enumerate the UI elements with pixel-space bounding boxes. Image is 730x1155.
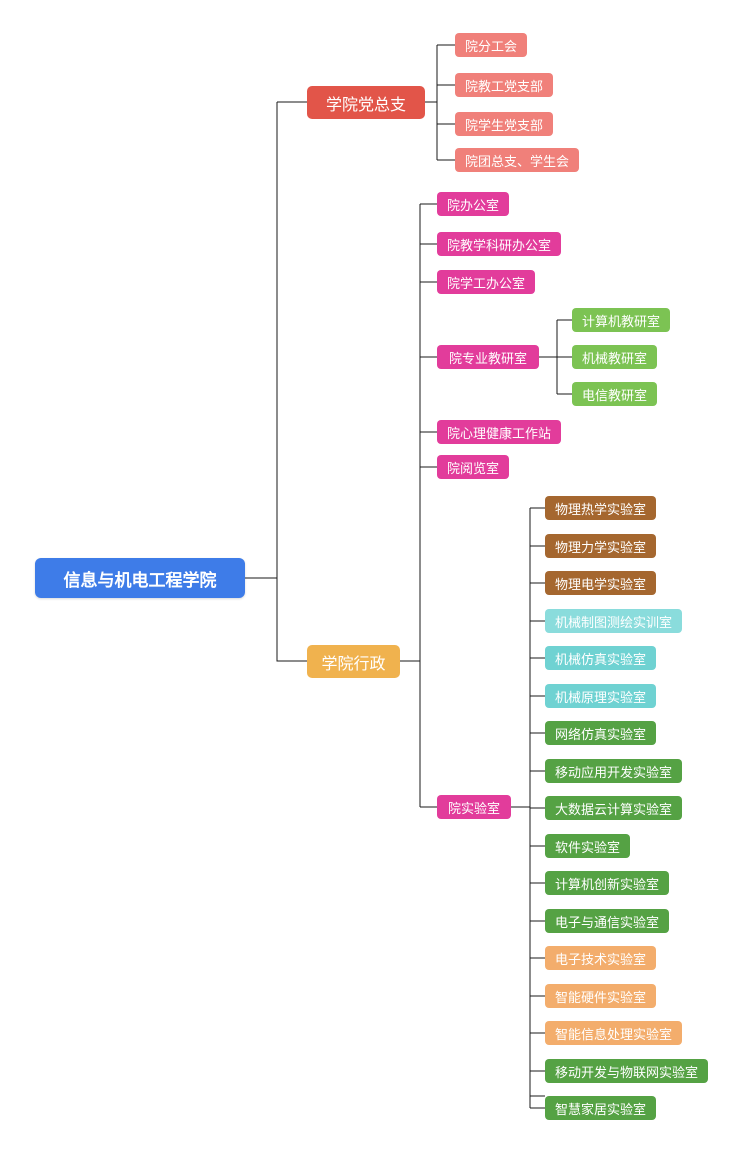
connector-admin-branch (400, 203, 437, 808)
node-lab-mechanical-principle[interactable]: 机械原理实验室 (545, 684, 657, 708)
node-student-party-branch[interactable]: 院学生党支部 (455, 112, 554, 136)
node-lab-computer-innovation[interactable]: 计算机创新实验室 (545, 871, 670, 895)
node-mental-health-station[interactable]: 院心理健康工作站 (437, 420, 562, 444)
node-lab-physics-thermal[interactable]: 物理热学实验室 (545, 496, 657, 520)
node-lab-software[interactable]: 软件实验室 (545, 834, 631, 858)
node-professional-teaching-office[interactable]: 院专业教研室 (437, 345, 539, 369)
connector-labs (511, 507, 545, 1109)
connector-party-branch (425, 44, 455, 161)
node-lab-network-simulation[interactable]: 网络仿真实验室 (545, 721, 657, 745)
node-computer-teaching-office[interactable]: 计算机教研室 (572, 308, 671, 332)
node-lab-physics-mechanics[interactable]: 物理力学实验室 (545, 534, 657, 558)
node-telecom-teaching-office[interactable]: 电信教研室 (572, 382, 658, 406)
node-laboratories[interactable]: 院实验室 (437, 795, 511, 819)
node-lab-intelligent-info-processing[interactable]: 智能信息处理实验室 (545, 1021, 683, 1045)
node-lab-bigdata-cloud[interactable]: 大数据云计算实验室 (545, 796, 683, 820)
node-lab-smart-hardware[interactable]: 智能硬件实验室 (545, 984, 657, 1008)
node-administration[interactable]: 学院行政 (307, 645, 400, 678)
node-lab-mobile-iot[interactable]: 移动开发与物联网实验室 (545, 1059, 709, 1083)
node-union[interactable]: 院分工会 (455, 33, 528, 57)
node-college-office[interactable]: 院办公室 (437, 192, 510, 216)
node-party-committee[interactable]: 学院党总支 (307, 86, 425, 119)
connector-teaching-offices (539, 319, 572, 395)
node-student-affairs-office[interactable]: 院学工办公室 (437, 270, 536, 294)
node-lab-electronics-communication[interactable]: 电子与通信实验室 (545, 909, 670, 933)
node-teaching-research-office[interactable]: 院教学科研办公室 (437, 232, 562, 256)
node-lab-mechanical-drawing[interactable]: 机械制图测绘实训室 (545, 609, 683, 633)
node-mechanical-teaching-office[interactable]: 机械教研室 (572, 345, 658, 369)
node-youth-league-student-union[interactable]: 院团总支、学生会 (455, 148, 580, 172)
node-reading-room[interactable]: 院阅览室 (437, 455, 510, 479)
node-lab-electronic-technology[interactable]: 电子技术实验室 (545, 946, 657, 970)
node-lab-smart-home[interactable]: 智慧家居实验室 (545, 1096, 657, 1120)
connector-root (245, 101, 307, 662)
node-lab-mobile-app-dev[interactable]: 移动应用开发实验室 (545, 759, 683, 783)
node-college-root[interactable]: 信息与机电工程学院 (35, 558, 245, 598)
node-lab-physics-electricity[interactable]: 物理电学实验室 (545, 571, 657, 595)
node-lab-mechanical-simulation[interactable]: 机械仿真实验室 (545, 646, 657, 670)
node-staff-party-branch[interactable]: 院教工党支部 (455, 73, 554, 97)
